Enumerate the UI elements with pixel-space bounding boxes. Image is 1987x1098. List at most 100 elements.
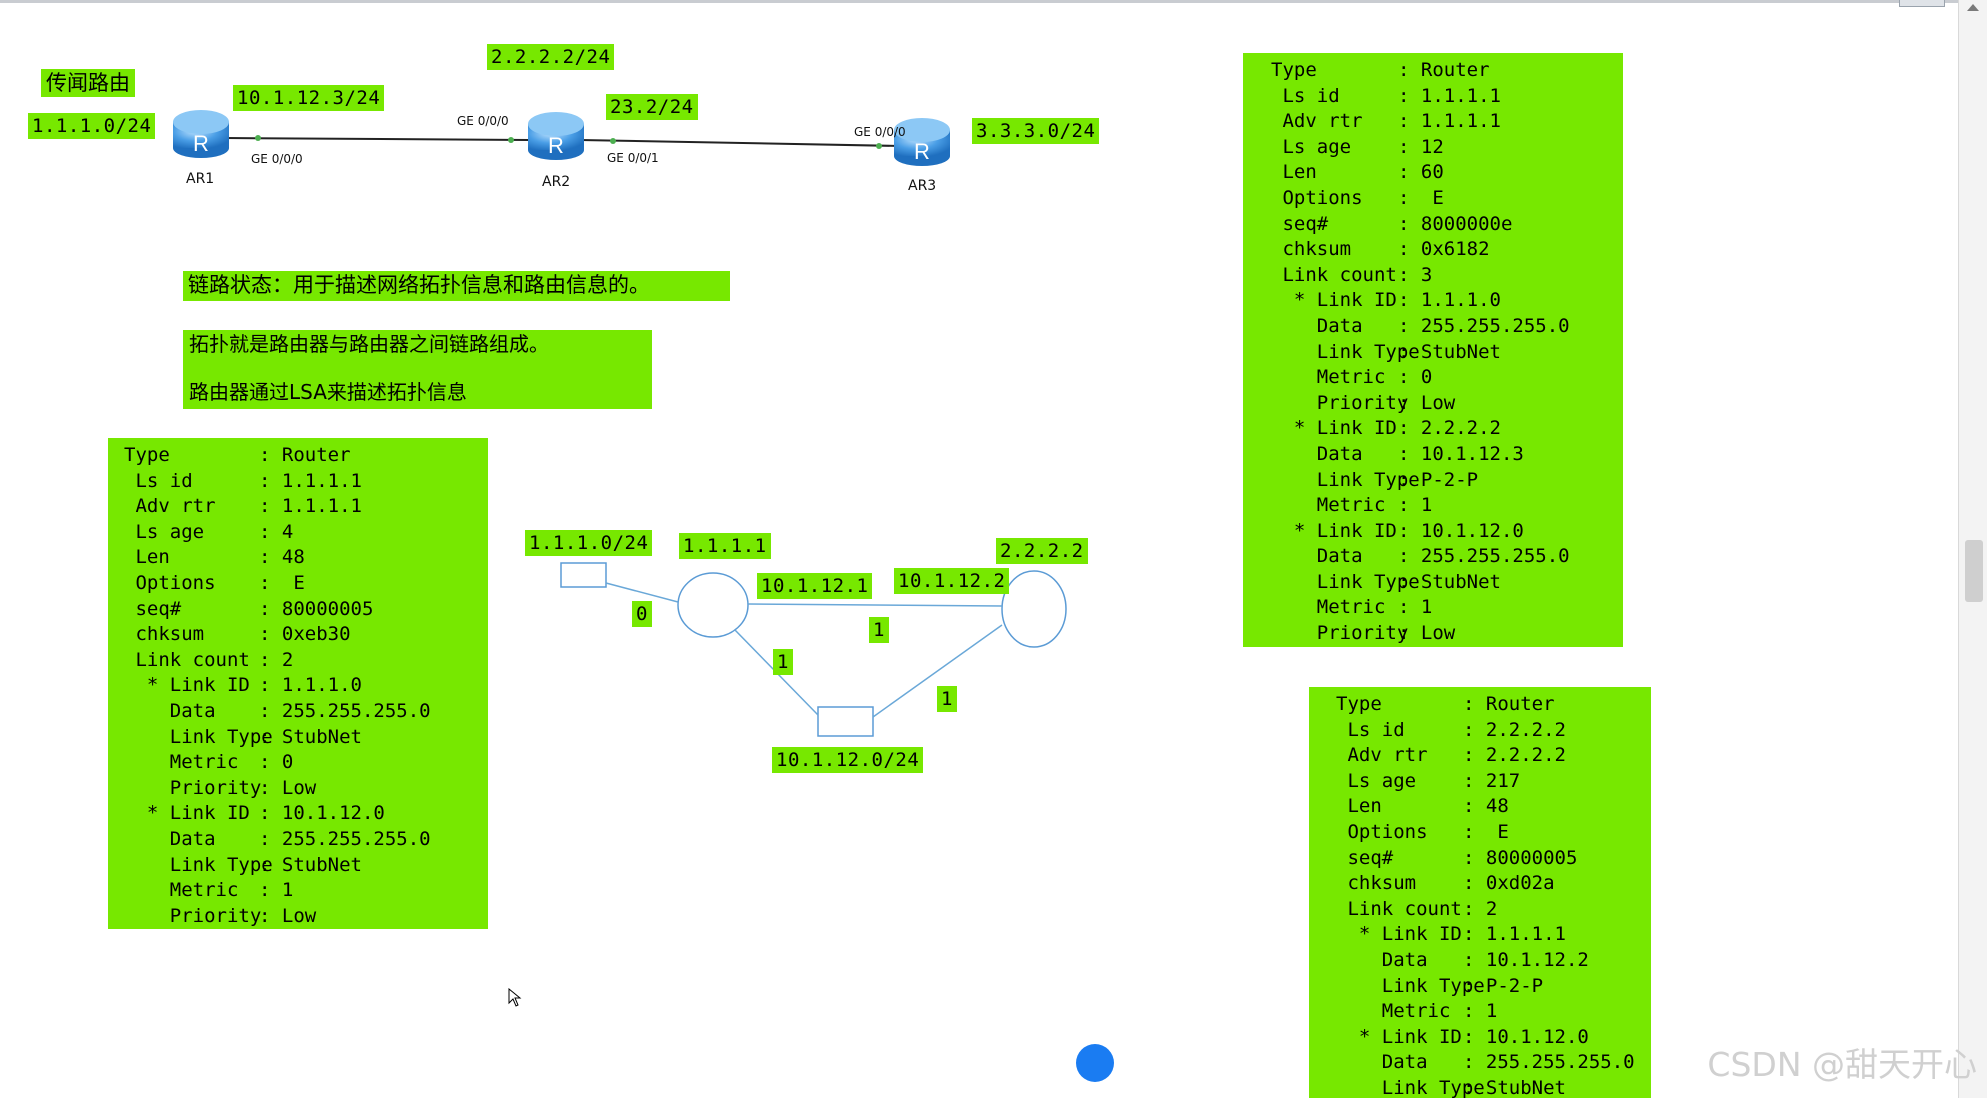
port-dot [610,138,616,144]
graph-net-1-label: 1.1.1.0/24 [525,530,653,556]
router-ar3-icon: R [894,118,950,166]
lsdb-field-value: : 10.1.12.2 [1463,948,1589,971]
lsdb-field-value: : 1.1.1.0 [259,674,362,697]
lsdb-field-name: * Link ID [1271,417,1397,440]
port-label: GE 0/0/0 [457,114,509,128]
lsdb-row: Adv rtr : 1.1.1.1 [1271,109,1623,135]
stub-net-1-node [560,562,607,588]
port-label: GE 0/0/1 [607,151,659,165]
lsdb-field-name: chksum [1271,238,1397,261]
lsdb-field-name: Ls age [1271,135,1397,158]
lsdb-field-value: : Low [1398,622,1456,645]
ip-ar2-ar3-label: 23.2/24 [606,94,698,120]
ip-ar2-loopback-label: 2.2.2.2/24 [487,44,615,70]
lsdb-row: Adv rtr : 1.1.1.1 [124,494,488,520]
lsdb-field-name: Ls id [1336,718,1462,741]
lsdb-field-value: : 2.2.2.2 [1463,718,1566,741]
lsdb-row: Metric : 1 [124,878,488,904]
lsdb-row: Link Type: P-2-P [1271,468,1623,494]
lsdb-field-name: Link Type [1271,340,1420,363]
port-label: GE 0/0/0 [854,125,906,139]
lsdb-row: Ls id : 1.1.1.1 [1271,84,1623,110]
lsdb-field-value: : Low [259,904,317,927]
port-label: GE 0/0/0 [251,152,303,166]
lsdb-field-name: Link Type [1271,570,1420,593]
lsdb-field-value: : Low [1398,391,1456,414]
lsdb-field-name: Link Type [1336,974,1485,997]
device-label-ar1: AR1 [186,171,215,187]
lsdb-field-value: : 10.1.12.0 [1398,519,1524,542]
lsdb-field-value: : 1 [1398,494,1433,517]
window-top-edge [0,0,1987,3]
ip-ar1-ar2-label: 10.1.12.3/24 [233,85,385,111]
lsdb-field-name: Ls age [124,520,250,543]
lsdb-field-name: Priority [124,904,273,927]
scroll-up-icon[interactable] [1967,4,1979,11]
router-ar2-icon: R [528,112,584,160]
lsdb-row: Type : Router [124,443,488,469]
link-state-note: 链路状态：用于描述网络拓扑信息和路由信息的。 [183,271,730,301]
lsdb-field-value: : StubNet [1398,340,1501,363]
lsdb-row: Options : E [124,571,488,597]
network-ar1-label: 1.1.1.0/24 [28,113,156,139]
lsdb-router-1-updated-box: Type : Router Ls id : 1.1.1.1 Adv rtr : … [1243,53,1623,647]
lsdb-row: Priority : Low [124,904,488,929]
lsdb-field-name: Metric [1271,494,1397,517]
topology-note: 拓扑就是路由器与路由器之间链路组成。 [189,332,549,356]
lsdb-field-name: * Link ID [1271,519,1397,542]
lsdb-row: Type : Router [1271,58,1623,84]
edge-r1-r2 [747,603,1003,607]
lsdb-row: Options : E [1271,186,1623,212]
lsdb-field-value: : 10.1.12.3 [1398,442,1524,465]
lsdb-field-value: : StubNet [259,853,362,876]
lsdb-row: * Link ID: 2.2.2.2 [1271,416,1623,442]
lsdb-field-name: Data [124,827,250,850]
lsdb-row: * Link ID: 10.1.12.0 [124,801,488,827]
graph-node-1-label: 1.1.1.1 [679,533,771,559]
metric-label: 1 [773,649,793,675]
graph-node-2-label: 2.2.2.2 [996,538,1088,564]
lsdb-field-value: : 255.255.255.0 [1463,1051,1635,1074]
port-dot [255,135,261,141]
svg-text:R: R [193,131,209,156]
svg-text:R: R [548,133,564,158]
mouse-cursor-icon [508,988,522,1007]
lsdb-row: * Link ID: 10.1.12.0 [1336,1025,1651,1051]
lsdb-row: Link Type: StubNet [124,853,488,879]
lsdb-field-value: : StubNet [1463,1076,1566,1098]
lsdb-row: Link count: 2 [1336,897,1651,923]
lsdb-field-value: : P-2-P [1463,974,1544,997]
blue-dot-indicator[interactable] [1076,1044,1114,1082]
scroll-thumb[interactable] [1965,540,1983,602]
lsdb-row: Priority : Low [1271,621,1623,647]
lsdb-row: Link Type: StubNet [1271,340,1623,366]
lsdb-field-name: * Link ID [1336,923,1462,946]
lsdb-field-name: Ls id [1271,84,1397,107]
vertical-scrollbar[interactable] [1958,0,1987,1098]
lsdb-field-name: Link Type [124,725,273,748]
lsdb-row: chksum : 0x6182 [1271,237,1623,263]
lsdb-field-name: Link count [1271,263,1397,286]
lsdb-row: chksum : 0xd02a [1336,871,1651,897]
edge-r2-net [872,624,1003,718]
lsdb-field-value: : 2 [259,648,294,671]
lsdb-row: Data : 10.1.12.3 [1271,442,1623,468]
lsdb-field-value: : 1.1.1.1 [1398,84,1501,107]
lsdb-field-name: Data [1336,948,1462,971]
lsdb-field-name: Adv rtr [1271,110,1397,133]
lsdb-field-value: : 1.1.1.1 [1463,923,1566,946]
lsdb-row: Adv rtr : 2.2.2.2 [1336,743,1651,769]
lsdb-field-value: : Low [259,776,317,799]
link-ar2-ar3 [579,139,901,147]
lsdb-field-name: seq# [1336,846,1462,869]
lsdb-field-name: Type [124,444,239,466]
lsdb-row: Ls id : 1.1.1.1 [124,469,488,495]
lsdb-field-value: : 0xd02a [1463,872,1555,895]
lsdb-field-value: : E [1398,186,1444,209]
lsdb-field-value: : 255.255.255.0 [259,827,431,850]
lsdb-field-value: : 3 [1398,263,1433,286]
lsdb-field-value: : E [1463,820,1509,843]
lsdb-field-name: Priority [1271,391,1420,414]
window-control-button[interactable] [1899,0,1945,7]
lsdb-row: Metric : 1 [1336,999,1651,1025]
